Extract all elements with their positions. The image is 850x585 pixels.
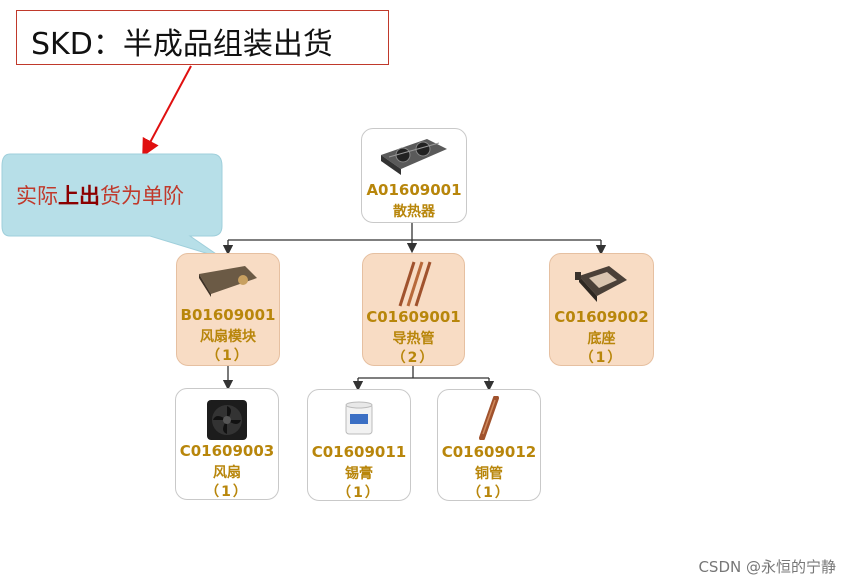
node-qty: （1）	[205, 484, 249, 500]
node-qty: （1）	[337, 485, 381, 501]
node-code: C01609001	[366, 308, 461, 326]
node-heat-pipe: C01609001 导热管 （2）	[362, 253, 465, 366]
solder-paste-image	[345, 401, 373, 435]
node-base: C01609002 底座 （1）	[549, 253, 654, 366]
node-name: 导热管	[392, 331, 435, 347]
node-fan-module: B01609001 风扇模块 （1）	[176, 253, 280, 366]
node-qty: （1）	[467, 485, 511, 501]
callout-bubble	[1, 153, 223, 259]
callout-text-pre: 实际	[16, 184, 58, 208]
node-name: 底座	[587, 331, 616, 347]
node-code: C01609003	[179, 442, 275, 460]
node-radiator: A01609001 散热器	[361, 128, 467, 223]
node-qty: （1）	[206, 348, 250, 364]
node-name: 风扇	[213, 465, 241, 481]
node-code: C01609011	[311, 443, 407, 461]
node-code: A01609001	[366, 181, 462, 199]
node-copper-pipe: C01609012 铜管 （1）	[437, 389, 541, 501]
radiator-image	[381, 139, 447, 175]
node-fan: C01609003 风扇 （1）	[175, 388, 279, 500]
watermark: CSDN @永恒的宁静	[698, 558, 836, 576]
callout-text: 实际上出货为单阶	[16, 180, 184, 210]
node-code: C01609002	[554, 308, 649, 326]
base-image	[574, 266, 627, 302]
heat-pipe-image	[398, 261, 431, 307]
node-code: C01609012	[441, 443, 537, 461]
red-arrow	[142, 65, 192, 158]
node-name: 风扇模块	[200, 329, 256, 345]
node-qty: （2）	[391, 350, 436, 366]
callout-text-post: 货为单阶	[100, 184, 184, 208]
diagram-title: SKD：半成品组装出货	[31, 27, 333, 62]
node-name: 铜管	[475, 466, 503, 482]
fan-module-image	[199, 266, 257, 297]
node-name: 锡膏	[345, 466, 373, 482]
node-code: B01609001	[180, 306, 276, 324]
node-name: 散热器	[393, 204, 435, 220]
node-qty: （1）	[579, 350, 624, 366]
copper-pipe-image	[479, 396, 499, 440]
title-box: SKD：半成品组装出货	[16, 10, 389, 65]
node-solder-paste: C01609011 锡膏 （1）	[307, 389, 411, 501]
callout-text-bold: 上出	[58, 184, 100, 208]
fan-image	[207, 400, 247, 440]
